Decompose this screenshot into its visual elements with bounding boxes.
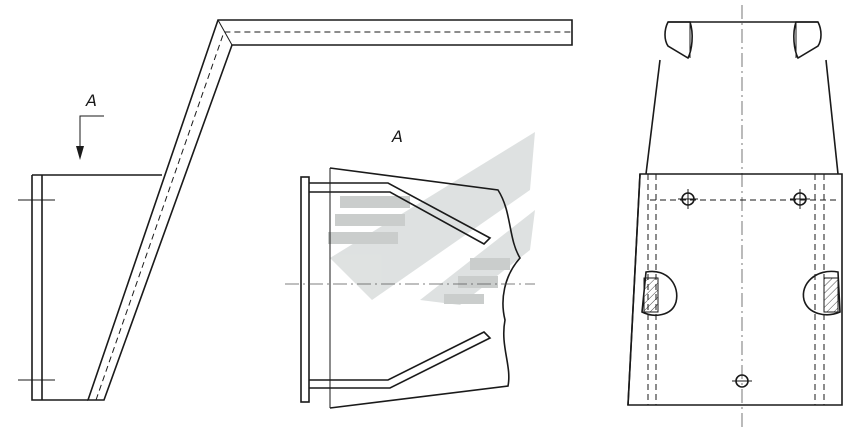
- upper-right-edge: [825, 59, 839, 175]
- left-lip-section: [664, 21, 693, 60]
- left-boss-section: [643, 277, 659, 313]
- lower-housing: [627, 173, 843, 406]
- upper-rod: [309, 182, 492, 245]
- right-boss-section: [823, 277, 839, 313]
- upper-left-edge: [645, 59, 661, 175]
- lower-left-taper: [627, 173, 641, 406]
- left-view: A: [18, 19, 573, 401]
- body-outline: [329, 167, 521, 409]
- bracket-outline: [31, 175, 88, 401]
- hole-top-right: [790, 189, 810, 209]
- hole-top-left: [678, 189, 698, 209]
- right-boss: [802, 270, 841, 316]
- view-marker-label: A: [85, 91, 97, 110]
- lower-rod: [309, 331, 492, 389]
- right-view: [627, 5, 843, 430]
- flange-plate: [300, 176, 310, 403]
- hole-bottom: [732, 374, 752, 388]
- middle-view-a: A: [285, 127, 535, 409]
- strut-hidden-line: [95, 31, 572, 401]
- right-lip-section: [793, 21, 822, 60]
- view-title-label: A: [391, 127, 403, 146]
- watermark-logo: [328, 132, 535, 305]
- view-arrow: [76, 115, 104, 160]
- left-boss: [641, 270, 678, 316]
- strut-corner-line: [217, 19, 233, 46]
